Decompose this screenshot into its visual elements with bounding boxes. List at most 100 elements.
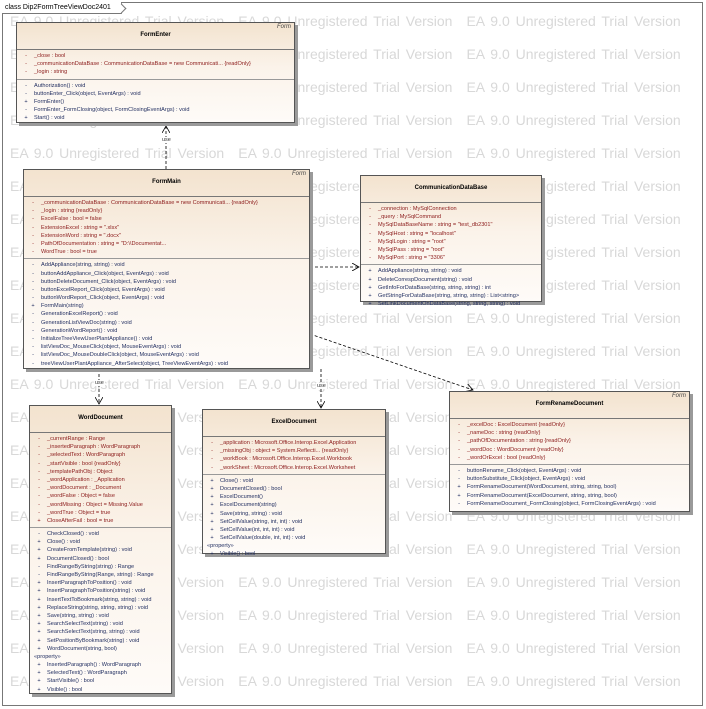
operation-row[interactable]: +ExcelDocument(string) bbox=[203, 501, 385, 509]
operation-row[interactable]: +SearchSelectText(string, string) : void bbox=[30, 628, 171, 636]
operation-row[interactable]: -AddAppliance(string, string) : void bbox=[24, 261, 309, 269]
operation-row[interactable]: -buttonDeleteDocument_Click(object, Even… bbox=[24, 278, 309, 286]
operation-row[interactable]: -FindRangeByString(string) : Range bbox=[30, 563, 171, 571]
operation-row[interactable]: +StartVisible() : bool bbox=[30, 677, 171, 685]
operation-row[interactable]: +ExcelDocument() bbox=[203, 493, 385, 501]
attribute-row[interactable]: -_wordDoc : WordDocument {readOnly} bbox=[450, 446, 689, 454]
attribute-row[interactable]: -_missingObj : object = System.Reflecti.… bbox=[203, 447, 385, 455]
operation-row[interactable]: +GetInfoForDataBase(string, string, stri… bbox=[361, 284, 541, 292]
dependency-formmain-formrenamedocument[interactable] bbox=[309, 333, 473, 390]
attribute-row[interactable]: -_startVisible : bool {readOnly} bbox=[30, 460, 171, 468]
operation-row[interactable]: +Save(string, string) : void bbox=[30, 612, 171, 620]
attribute-row[interactable]: -_workSheet : Microsoft.Office.Interop.E… bbox=[203, 464, 385, 472]
attribute-row[interactable]: -MySqlPass : string = "root" bbox=[361, 246, 541, 254]
operation-row[interactable]: -CheckClosed() : void bbox=[30, 530, 171, 538]
operation-row[interactable]: +SearchSelectText(string) : void bbox=[30, 620, 171, 628]
operation-row[interactable]: -buttonAddAppliance_Click(object, EventA… bbox=[24, 270, 309, 278]
operation-row[interactable]: +FormRenameDocument(ExcelDocument, strin… bbox=[450, 492, 689, 500]
attribute-row[interactable]: -_selectedText : WordParagraph bbox=[30, 451, 171, 459]
attribute-row[interactable]: -MySqlHost : string = "localhost" bbox=[361, 230, 541, 238]
operation-row[interactable]: +SetPositionByBookmark(string) : void bbox=[30, 637, 171, 645]
operation-row[interactable]: -listViewDoc_MouseClick(object, MouseEve… bbox=[24, 343, 309, 351]
attribute-row[interactable]: -_wordApplication : _Application bbox=[30, 476, 171, 484]
operation-row[interactable]: -FindRangeByString(Range, string) : Rang… bbox=[30, 571, 171, 579]
operation-row[interactable]: +InsertTextToBookmark(string, string) : … bbox=[30, 596, 171, 604]
attribute-row[interactable]: +CloseAfterFail : bool = true bbox=[30, 517, 171, 525]
operation-row[interactable]: -treeViewUserPlantAppliance_AfterSelect(… bbox=[24, 360, 309, 368]
attribute-row[interactable]: -_wordTrue : Object = true bbox=[30, 509, 171, 517]
operation-row[interactable]: +Close() : void bbox=[30, 538, 171, 546]
operation-row[interactable]: +CreateFromTemplate(string) : void bbox=[30, 546, 171, 554]
attribute-row[interactable]: -PathOfDocumentation : string = "D:\\Doc… bbox=[24, 240, 309, 248]
operation-row[interactable]: -Authorization() : void bbox=[17, 82, 294, 90]
attribute-row[interactable]: -MySqlLogin : string = "root" bbox=[361, 238, 541, 246]
attribute-row[interactable]: -_communicationDataBase : CommunicationD… bbox=[24, 199, 309, 207]
attribute-row[interactable]: -_connection : MySqlConnection bbox=[361, 205, 541, 213]
attribute-row[interactable]: -_query : MySqlCommand bbox=[361, 213, 541, 221]
attribute-row[interactable]: -_insertedParagraph : WordParagraph bbox=[30, 443, 171, 451]
attribute-row[interactable]: -_wordOrExcel : bool {readOnly} bbox=[450, 454, 689, 462]
attribute-row[interactable]: -MySqlDataBaseName : string = "test_db23… bbox=[361, 221, 541, 229]
operation-row[interactable]: +SelectedText() : WordParagraph bbox=[30, 669, 171, 677]
attribute-row[interactable]: -WordTrue : bool = true bbox=[24, 248, 309, 256]
operation-row[interactable]: -FormEnter_FormClosing(object, FormClosi… bbox=[17, 106, 294, 114]
operation-row[interactable]: -buttonExcelReport_Click(object, EventAr… bbox=[24, 286, 309, 294]
operation-row[interactable]: +FormMain(string) bbox=[24, 302, 309, 310]
operation-row[interactable]: +Visible() : bool bbox=[30, 686, 171, 694]
operation-row[interactable]: +InsertedParagraph() : WordParagraph bbox=[30, 661, 171, 669]
class-worddocument[interactable]: WordDocument-_currentRange : Range-_inse… bbox=[29, 405, 172, 694]
operation-row[interactable]: -buttonWordReport_Click(object, EventArg… bbox=[24, 294, 309, 302]
operation-row[interactable]: -buttonRename_Click(object, EventArgs) :… bbox=[450, 467, 689, 475]
operation-row[interactable]: +SetCellValue(string, int, int) : void bbox=[203, 518, 385, 526]
attribute-row[interactable]: -_wordMissing : Object = Missing.Value bbox=[30, 501, 171, 509]
attribute-row[interactable]: -_wordDocument : _Document bbox=[30, 484, 171, 492]
operation-row[interactable]: +FormRenameDocument(WordDocument, string… bbox=[450, 483, 689, 491]
operation-row[interactable]: -listViewDoc_MouseDoubleClick(object, Mo… bbox=[24, 351, 309, 359]
operation-row[interactable]: -buttonEnter_Click(object, EventArgs) : … bbox=[17, 90, 294, 98]
attribute-row[interactable]: -_templatePathObj : Object bbox=[30, 468, 171, 476]
operation-row[interactable]: -buttonSubstitute_Click(object, EventArg… bbox=[450, 475, 689, 483]
operation-row[interactable]: +SetCellValue(int, int, int) : void bbox=[203, 526, 385, 534]
attribute-row[interactable]: -_wordFalse : Object = false bbox=[30, 492, 171, 500]
operation-row[interactable]: +DeleteCorrespDocument(string) : void bbox=[361, 276, 541, 284]
class-exceldocument[interactable]: ExcelDocument-_application : Microsoft.O… bbox=[202, 409, 386, 557]
operation-row[interactable]: +InsertParagraphToPosition() : void bbox=[30, 579, 171, 587]
attribute-row[interactable]: -ExtensionExcel : string = ".xlsx" bbox=[24, 224, 309, 232]
operation-row[interactable]: +Close() : void bbox=[203, 477, 385, 485]
attribute-row[interactable]: -_login : string {readOnly} bbox=[24, 207, 309, 215]
operation-row[interactable]: +Visible() : bool bbox=[203, 550, 385, 558]
attribute-row[interactable]: -_pathOfDocumentation : string {readOnly… bbox=[450, 437, 689, 445]
attribute-row[interactable]: -_close : bool bbox=[17, 52, 294, 60]
attribute-row[interactable]: -_workBook : Microsoft.Office.Interop.Ex… bbox=[203, 455, 385, 463]
operation-row[interactable]: +GetStringForDataBase(string, string, st… bbox=[361, 292, 541, 300]
attribute-row[interactable]: -_nameDoc : string {readOnly} bbox=[450, 429, 689, 437]
operation-row[interactable]: +InsertParagraphToPosition(string) : voi… bbox=[30, 587, 171, 595]
attribute-row[interactable]: -_excelDoc : ExcelDocument {readOnly} bbox=[450, 421, 689, 429]
operation-row[interactable]: +Start() : void bbox=[17, 114, 294, 122]
operation-row[interactable]: -FormRenameDocument_FormClosing(object, … bbox=[450, 500, 689, 508]
attribute-row[interactable]: -_currentRange : Range bbox=[30, 435, 171, 443]
operation-row[interactable]: +ReplaceString(string, string, string) :… bbox=[30, 604, 171, 612]
class-communicationdatabase[interactable]: CommunicationDataBase-_connection : MySq… bbox=[360, 175, 542, 307]
operation-row[interactable]: -GenerationListViewDoc(string) : void bbox=[24, 319, 309, 327]
operation-row[interactable]: -GenerationWordReport() : void bbox=[24, 327, 309, 335]
attribute-row[interactable]: -_login : string bbox=[17, 68, 294, 76]
attribute-row[interactable]: -_application : Microsoft.Office.Interop… bbox=[203, 439, 385, 447]
attribute-row[interactable]: -ExcelFalse : bool = false bbox=[24, 215, 309, 223]
operation-row[interactable]: +WordDocument(string, bool) bbox=[30, 645, 171, 653]
operation-row[interactable]: +Save(string, string) : void bbox=[203, 510, 385, 518]
attribute-row[interactable]: -_communicationDataBase : CommunicationD… bbox=[17, 60, 294, 68]
operation-row[interactable]: +DocumentClosed() : bool bbox=[30, 555, 171, 563]
attribute-row[interactable]: -MySqlPort : string = "3306" bbox=[361, 254, 541, 262]
attribute-row[interactable]: -ExtensionWord : string = ".docx" bbox=[24, 232, 309, 240]
operation-row[interactable]: +FormEnter() bbox=[17, 98, 294, 106]
operation-row[interactable]: +SetCellValue(double, int, int) : void bbox=[203, 534, 385, 542]
operation-row[interactable]: +SetLinkDocumentOnDataBase(string, strin… bbox=[361, 300, 541, 308]
operation-row[interactable]: +AddAppliance(string, string) : void bbox=[361, 267, 541, 275]
operation-row[interactable]: +DocumentClosed() : bool bbox=[203, 485, 385, 493]
operation-row[interactable]: -GenerationExcelReport() : void bbox=[24, 310, 309, 318]
operation-row[interactable]: -InitializeTreeViewUserPlantAppliance() … bbox=[24, 335, 309, 343]
